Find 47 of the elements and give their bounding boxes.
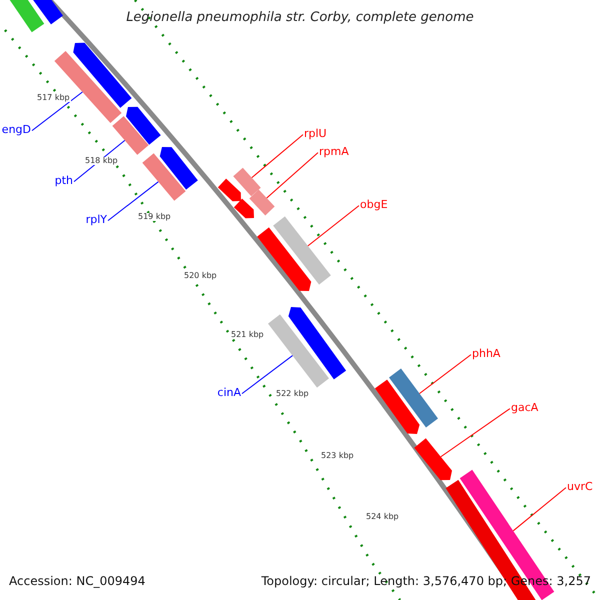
leader-line [419,354,472,394]
tick-label: 524 kbp [365,513,400,521]
gene-label: rplU [304,128,327,139]
diagram-title: Legionella pneumophila str. Corby, complete genome [125,11,475,24]
gene-label: rpmA [319,146,349,157]
leader-line [242,355,294,394]
gene-feature [374,380,420,434]
leader-line [32,92,83,132]
leader-line [251,134,304,178]
tick-label: 518 kbp [84,157,119,165]
gene-bar [233,168,261,196]
gene-feature [126,106,161,145]
gene-bar [54,51,122,123]
leader-line [512,487,566,532]
gene-bar [249,190,275,216]
leader-line [307,205,360,246]
gene-bar [142,153,186,201]
gene-label: obgE [360,199,388,210]
gene-label: gacA [511,402,538,413]
gene-bar [273,216,331,285]
tick-label: 519 kbp [137,213,172,221]
tick-label: 522 kbp [275,390,310,398]
leader-line [440,408,510,458]
leader-line [108,181,159,222]
gene-label: rplY [86,214,107,225]
gene-feature [73,42,132,108]
footer-text: Topology: circular; Length: 3,576,470 bp; Genes: 3,257 [261,575,591,587]
gene-bar [112,116,149,155]
gene-label: pth [54,175,73,186]
gene-label: cinA [217,387,241,398]
gene-label: uvrC [567,481,593,492]
tick-label: 517 kbp [36,94,71,102]
gene-feature [160,147,198,190]
gene-feature [234,198,254,218]
gene-feature [288,307,346,380]
tick-label: 521 kbp [230,331,265,339]
footer-text: Accession: NC_009494 [9,575,146,587]
gene-label: engD [2,124,31,135]
gene-feature [218,178,241,202]
tick-label: 523 kbp [320,452,355,460]
gene-bar [268,314,329,388]
gene-bar [389,368,438,428]
tick-label: 520 kbp [183,272,218,280]
gene-feature [414,438,452,480]
gene-label: phhA [472,348,500,359]
gene-feature [257,227,312,291]
leader-line [266,152,318,199]
